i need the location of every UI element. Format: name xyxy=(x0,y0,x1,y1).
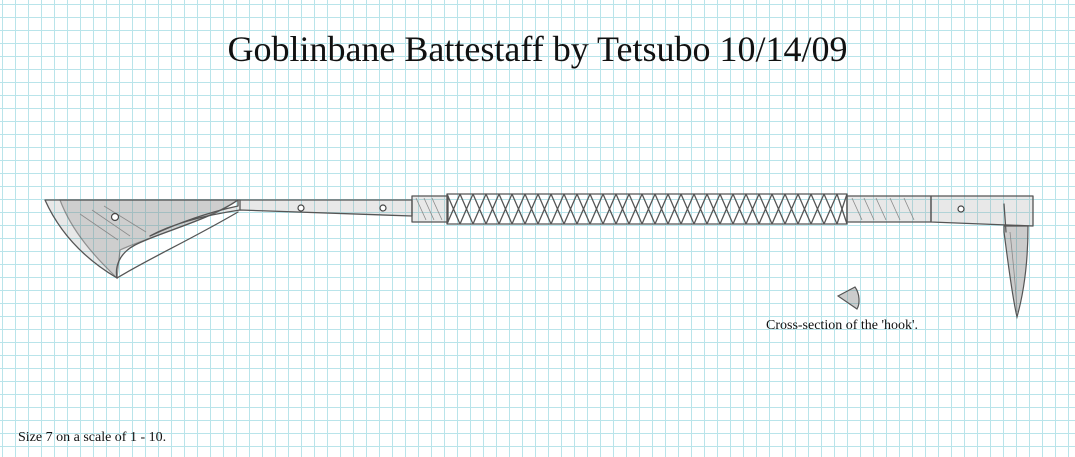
hook-rivet xyxy=(957,205,965,213)
wrapped-grip xyxy=(446,193,848,225)
langet-rivet xyxy=(379,204,387,212)
langet-rivet xyxy=(297,204,305,212)
shaft-left xyxy=(411,195,449,223)
axe-blade xyxy=(44,199,241,280)
blade-rivet xyxy=(110,212,120,222)
hook-caption: Cross-section of the 'hook'. xyxy=(766,318,919,333)
size-note: Size 7 on a scale of 1 - 10. xyxy=(18,430,167,445)
hook-cross-section xyxy=(836,286,860,310)
hook-head xyxy=(930,195,1034,320)
shaft-right xyxy=(846,195,932,223)
blade-langet xyxy=(149,199,413,237)
page-title: Goblinbane Battestaff by Tetsubo 10/14/0… xyxy=(227,29,848,69)
